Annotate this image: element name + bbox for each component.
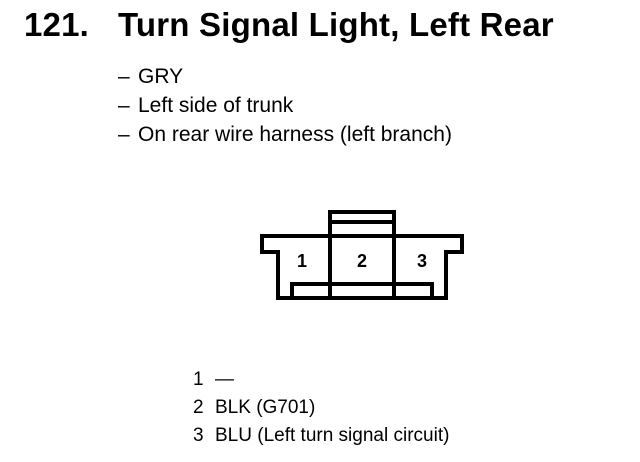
cavity-label-1: 1 xyxy=(297,251,307,271)
detail-dash: – xyxy=(118,94,130,117)
pin-description: BLK (G701) xyxy=(215,397,316,418)
detail-text: On rear wire harness (left branch) xyxy=(138,123,452,146)
cavity-label-2: 2 xyxy=(357,251,367,271)
pin-number: 1 xyxy=(193,369,204,390)
detail-item-color: –GRY xyxy=(118,62,452,91)
pin-number: 3 xyxy=(193,425,204,446)
detail-dash: – xyxy=(118,65,130,88)
connector-housing xyxy=(260,234,464,300)
pin-description: — xyxy=(215,369,234,390)
detail-text: Left side of trunk xyxy=(138,94,294,117)
page-title: 121. Turn Signal Light, Left Rear xyxy=(24,8,554,41)
pin-number: 2 xyxy=(193,397,204,418)
title-number: 121. xyxy=(24,6,90,43)
title-text: Turn Signal Light, Left Rear xyxy=(118,6,554,43)
connector-base-notch xyxy=(290,282,434,298)
detail-item-location: –Left side of trunk xyxy=(118,91,452,120)
pin-description: BLU (Left turn signal circuit) xyxy=(215,425,450,446)
cavity-label-3: 3 xyxy=(417,251,427,271)
detail-text: GRY xyxy=(138,65,184,88)
detail-item-harness: –On rear wire harness (left branch) xyxy=(118,120,452,149)
detail-dash: – xyxy=(118,123,130,146)
pin-item-3: 3 BLU (Left turn signal circuit) xyxy=(193,422,449,450)
pin-item-1: 1— xyxy=(193,366,449,394)
pin-item-2: 2 BLK (G701) xyxy=(193,394,449,422)
connector-lock-tab xyxy=(328,210,396,238)
connector-details: –GRY –Left side of trunk –On rear wire h… xyxy=(118,62,452,149)
